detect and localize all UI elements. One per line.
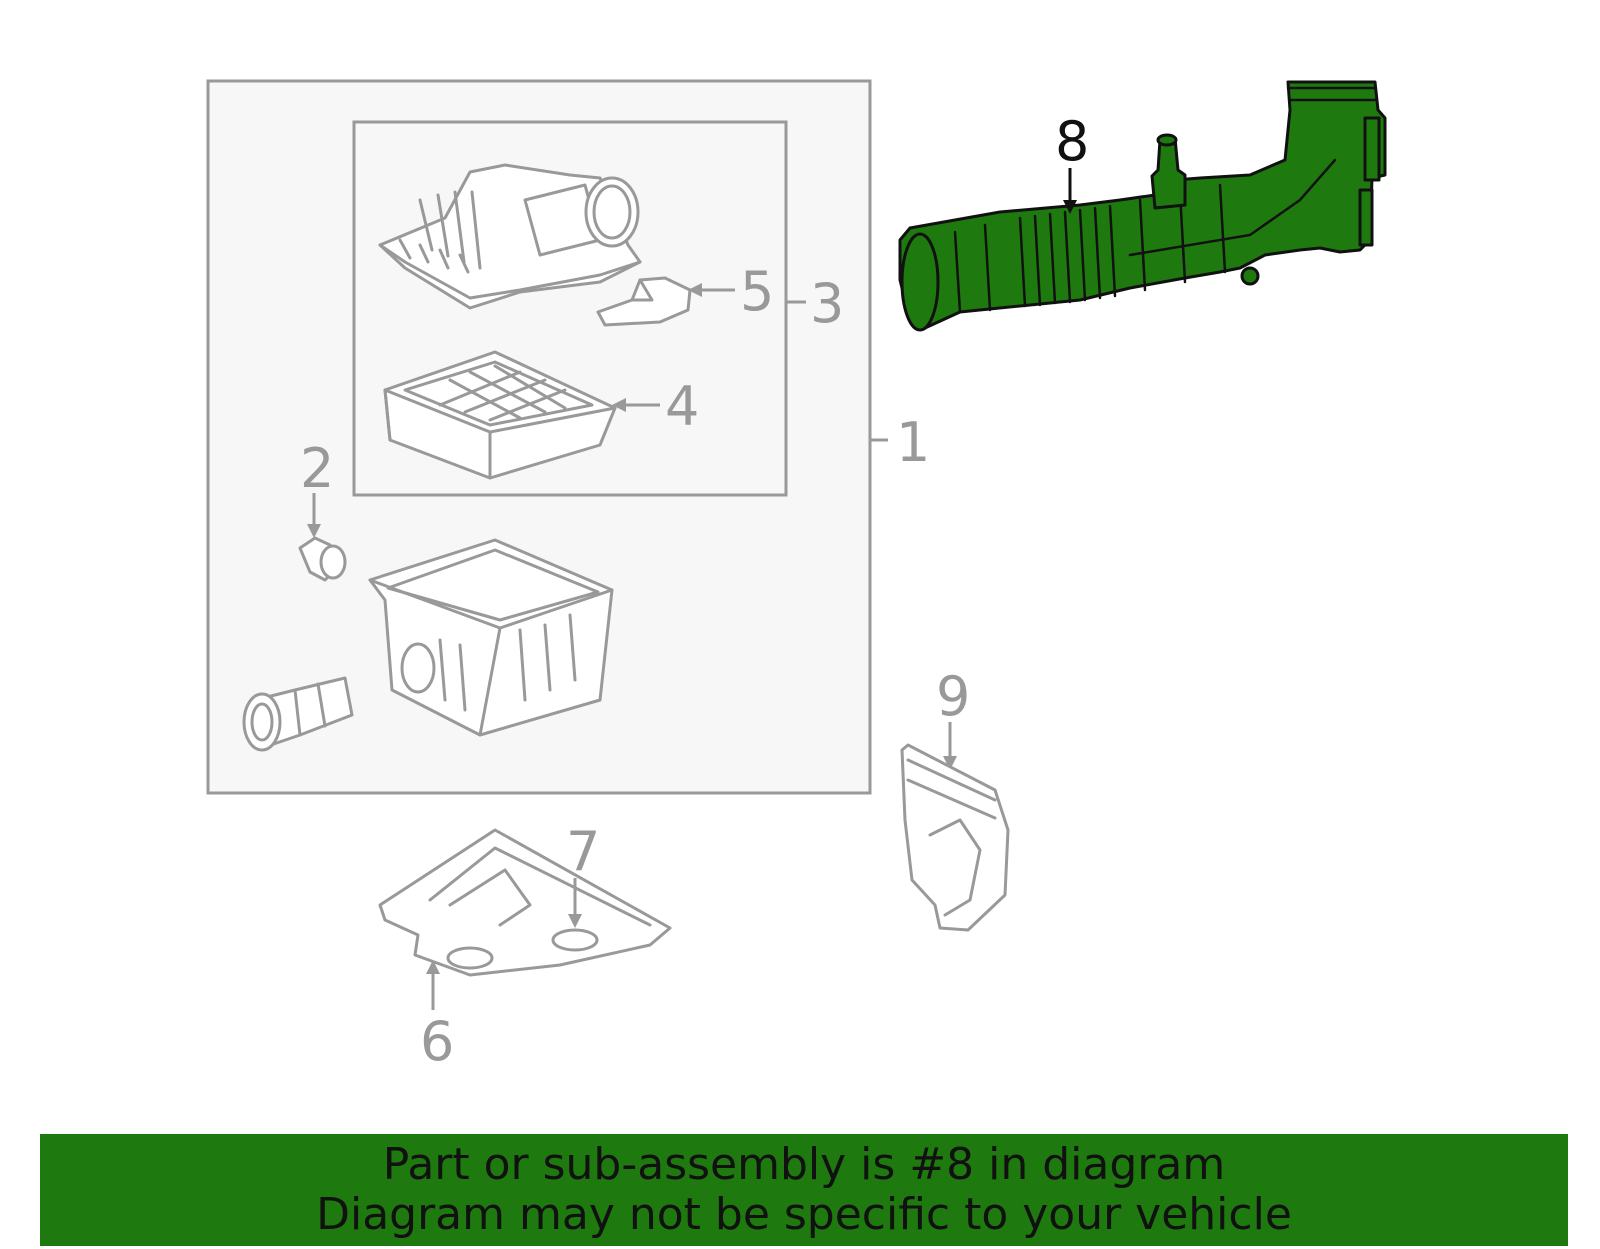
callout-3: 3 (810, 272, 844, 335)
callout-7: 7 (566, 820, 600, 883)
callout-2: 2 (300, 437, 334, 500)
air-filter-part-4 (383, 350, 617, 480)
tray-part-6 (378, 828, 672, 977)
banner-line-2: Diagram may not be specific to your vehi… (316, 1189, 1292, 1240)
intake-duct-part-8 (898, 80, 1387, 332)
banner-line-1: Part or sub-assembly is #8 in diagram (382, 1139, 1226, 1190)
inlet-fitting (242, 676, 354, 752)
air-box-cover (378, 163, 642, 310)
callout-6: 6 (420, 1010, 454, 1073)
callout-5: 5 (740, 260, 774, 323)
callout-1: 1 (896, 411, 930, 474)
info-banner: Part or sub-assembly is #8 in diagram Di… (40, 1134, 1568, 1246)
deflector-part-9 (900, 743, 1010, 932)
grommet-part-2 (298, 536, 347, 582)
callout-4: 4 (665, 375, 699, 438)
callout-8: 8 (1055, 110, 1089, 173)
callout-9: 9 (936, 665, 970, 728)
air-box-lower (368, 538, 614, 737)
